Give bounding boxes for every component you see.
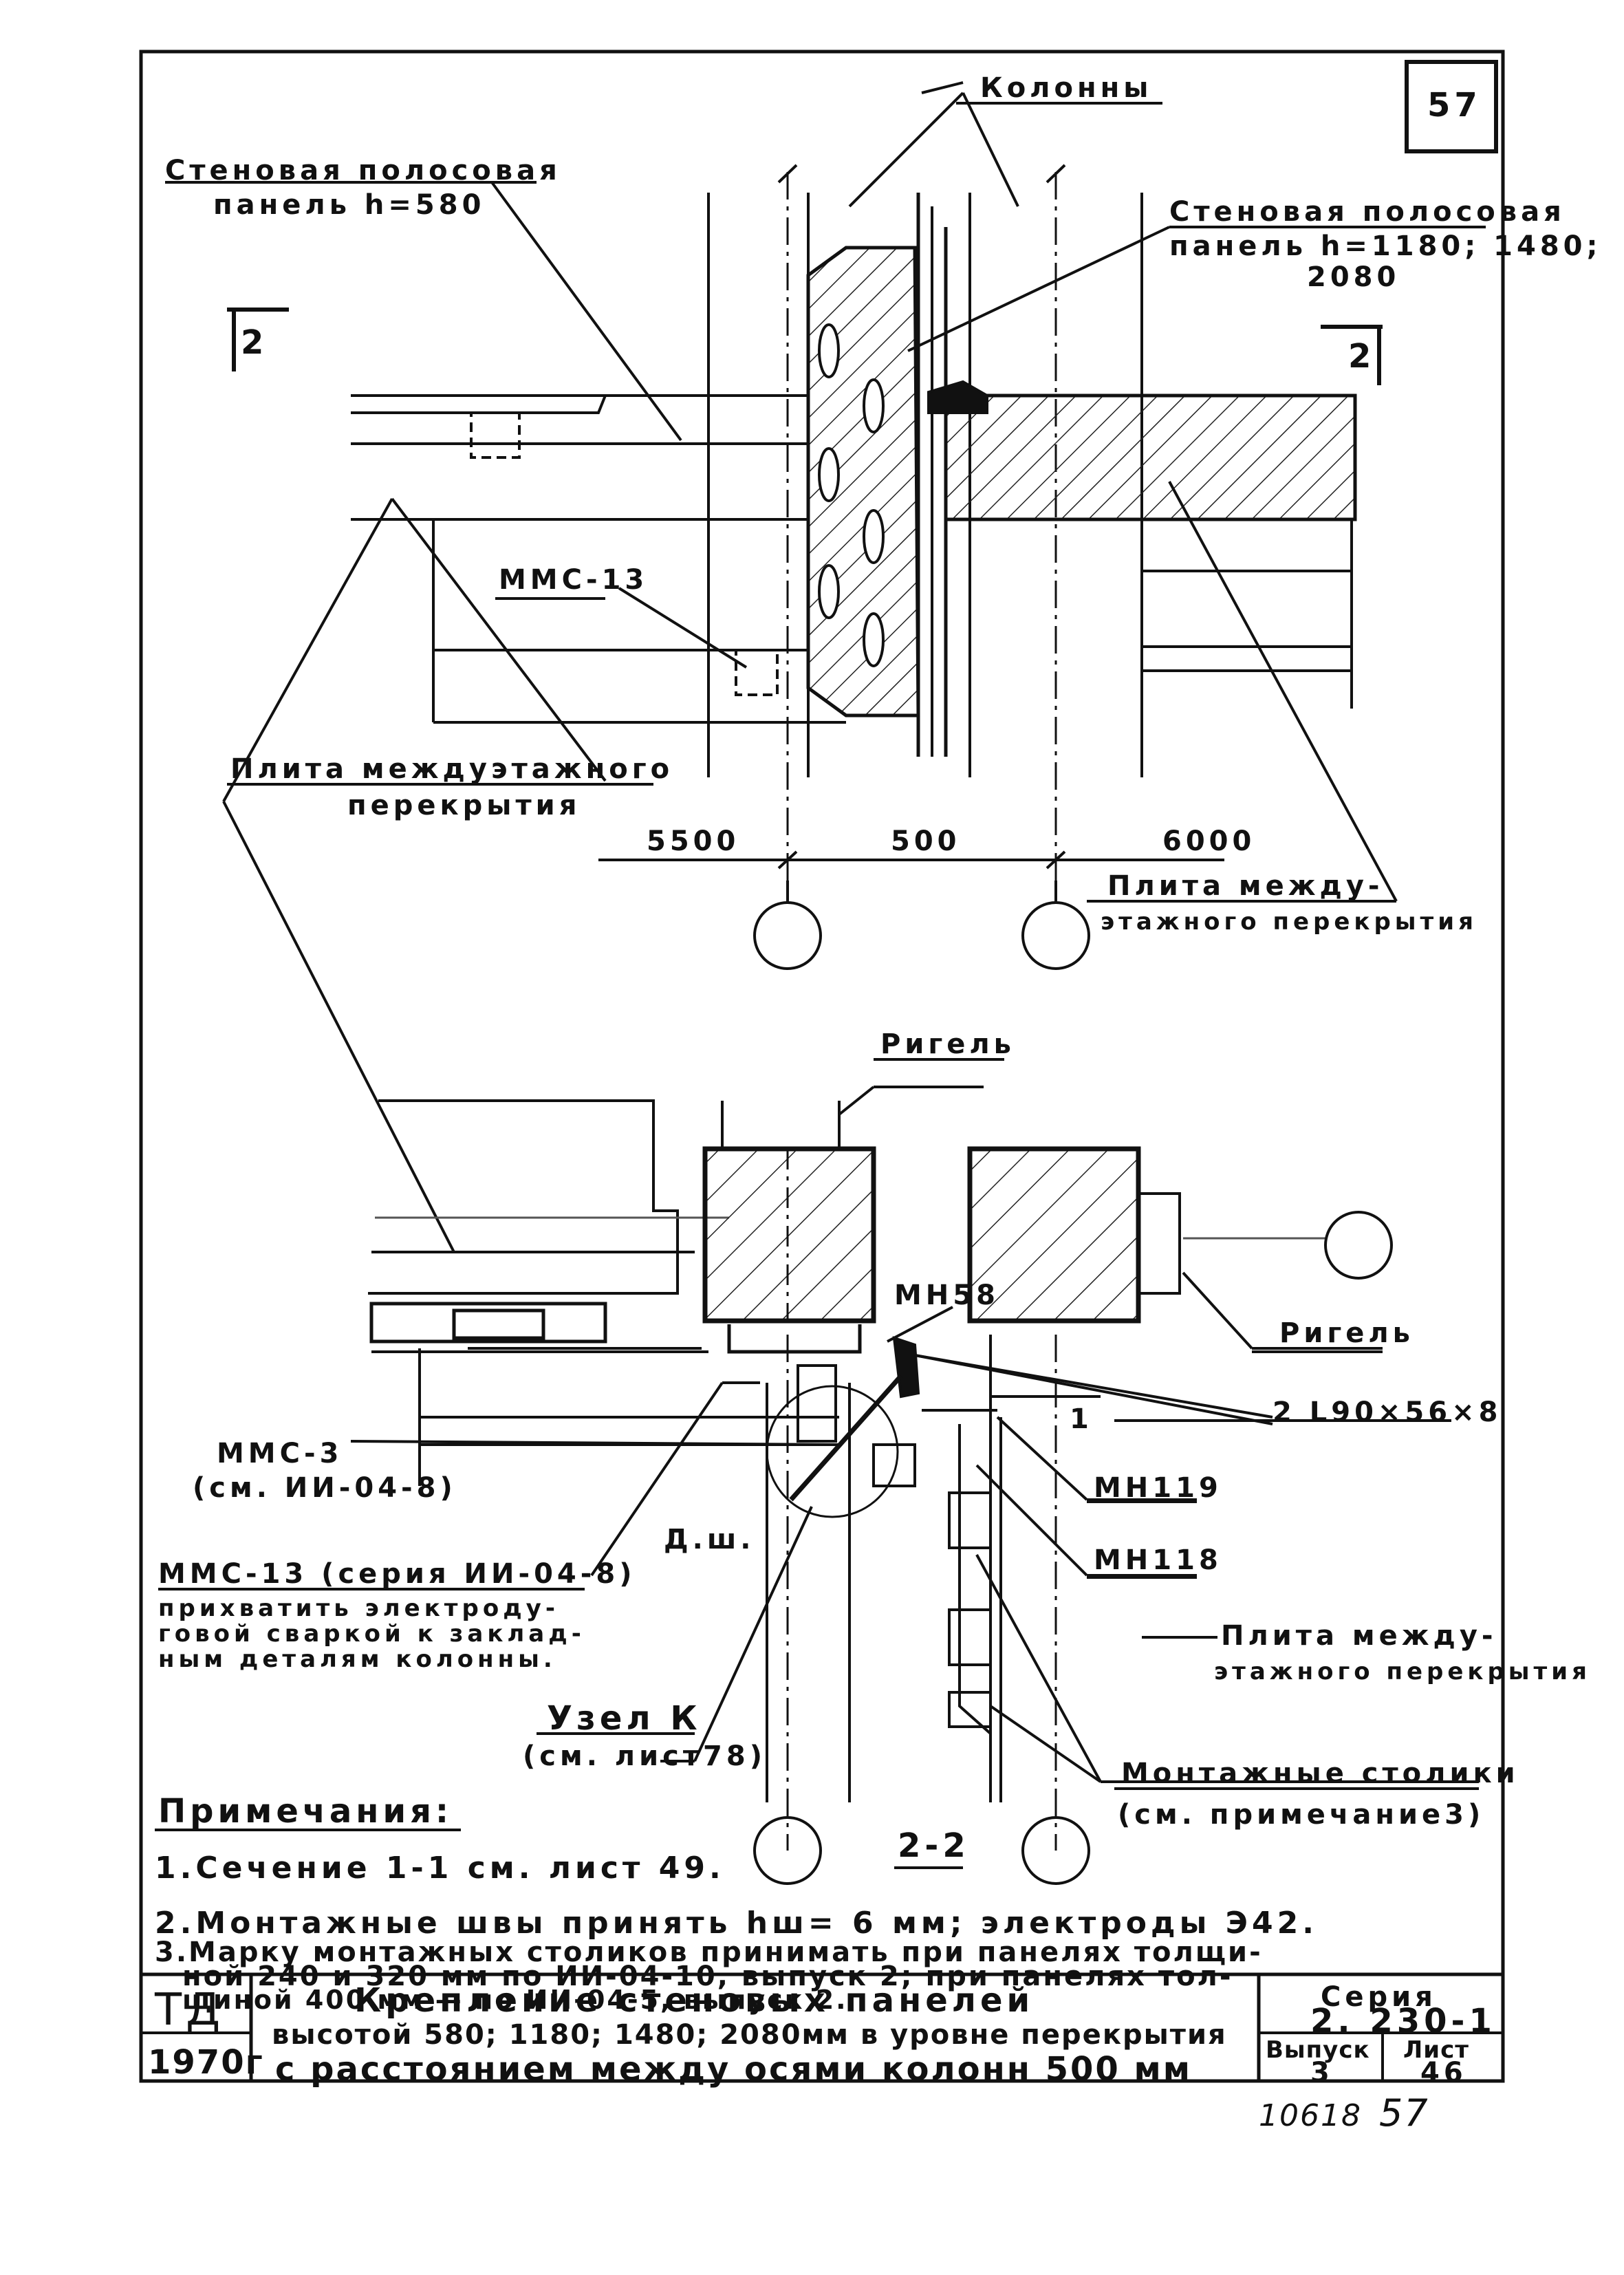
label-node-k: Узел К: [547, 1699, 702, 1738]
label-dsh: Д.ш.: [664, 1524, 755, 1555]
dimension-5500: 5500: [647, 826, 740, 857]
label-slab-line2: перекрытия: [347, 790, 581, 821]
label-slab-line1: Плита междуэтажного: [230, 753, 674, 785]
footer-page-number: 57: [1379, 2091, 1429, 2135]
label-angles: 2 L90×56×8: [1273, 1397, 1502, 1428]
series-label: Серия: [1321, 1981, 1437, 2013]
note-3-line2: ной 240 и 320 мм по ИИ-04-10, выпуск 2; …: [182, 1961, 1233, 1992]
label-tables-line1: Монтажные столики: [1121, 1758, 1519, 1789]
label-panel-580-line2: панель h=580: [213, 189, 486, 221]
label-rigel-top: Ригель: [880, 1028, 1015, 1060]
title-line-2: высотой 580; 1180; 1480; 2080мм в уровне…: [272, 2019, 1227, 2051]
section-mark-left: 2: [241, 323, 268, 362]
label-mms13-line2: прихватить электроду-: [158, 1595, 559, 1622]
top-view: [222, 81, 1398, 1253]
sheet-number: 57: [1427, 86, 1482, 125]
label-panel-big-line3: 2080: [1307, 261, 1400, 293]
label-mn58: МН58: [894, 1280, 999, 1311]
sheet-number-box: [1405, 60, 1498, 153]
label-mms3-line1: ММС-3: [217, 1438, 343, 1469]
label-columns: Колонны: [980, 72, 1153, 104]
label-rigel-right: Ригель: [1279, 1317, 1414, 1349]
section-mark-1: 1: [1070, 1403, 1093, 1435]
note-2: 2.Монтажные швы принять hш= 6 мм; электр…: [155, 1906, 1318, 1941]
sheet-label: Лист: [1403, 2036, 1469, 2064]
label-slab-bottom-line2: этажного перекрытия: [1214, 1658, 1591, 1685]
label-mms13-line4: ным деталям колонны.: [158, 1646, 556, 1673]
label-slab2-line2: этажного перекрытия: [1101, 908, 1477, 936]
sheet-value: 46: [1420, 2057, 1467, 2089]
note-3-line3: щиной 400 мм — по ИИ-04-5, выпуск 2.: [182, 1985, 848, 2015]
label-slab2-line1: Плита между-: [1107, 870, 1384, 902]
title-block-year: 1970г: [148, 2043, 264, 2082]
dimension-6000: 6000: [1162, 826, 1256, 857]
note-1: 1.Сечение 1-1 см. лист 49.: [155, 1851, 725, 1886]
note-3-line1: 3.Марку монтажных столиков принимать при…: [155, 1937, 1263, 1968]
label-tables-line2: (см. примечание3): [1118, 1799, 1485, 1831]
title-line-1: Крепление стеновых панелей: [354, 1981, 1035, 2020]
label-underlines: [155, 102, 1486, 1869]
label-mn118: МН118: [1094, 1544, 1222, 1576]
section-mark-right: 2: [1348, 337, 1376, 376]
sheet-frame: [139, 50, 1505, 2083]
archive-number: 10618: [1259, 2098, 1362, 2133]
label-mn119: МН119: [1094, 1472, 1222, 1504]
label-mms3-line2: (см. ИИ-04-8): [193, 1472, 457, 1504]
label-mms13-top: ММС-13: [499, 564, 649, 596]
label-panel-big-line2: панель h=1180; 1480;: [1169, 230, 1602, 262]
issue-label: Выпуск: [1266, 2036, 1370, 2064]
label-panel-580-line1: Стеновая полосовая: [165, 155, 561, 186]
label-mms13-line3: говой сваркой к заклад-: [158, 1620, 585, 1648]
label-mms13-line1: ММС-13 (серия ИИ-04-8): [158, 1558, 636, 1590]
label-node-k-ref: (см. лист78): [523, 1740, 766, 1772]
series-value: 2. 230-1: [1310, 2002, 1496, 2040]
notes-heading: Примечания:: [158, 1792, 453, 1831]
label-slab-bottom-line1: Плита между-: [1221, 1620, 1497, 1652]
issue-value: 3: [1310, 2057, 1334, 2089]
label-panel-big-line1: Стеновая полосовая: [1169, 196, 1566, 228]
section-title-2-2: 2-2: [898, 1826, 970, 1865]
title-block-td: ТД: [155, 1985, 225, 2036]
bottom-view: [350, 1086, 1479, 1885]
title-line-3: с расстоянием между осями колонн 500 мм: [275, 2050, 1192, 2089]
dimension-500: 500: [891, 826, 961, 857]
